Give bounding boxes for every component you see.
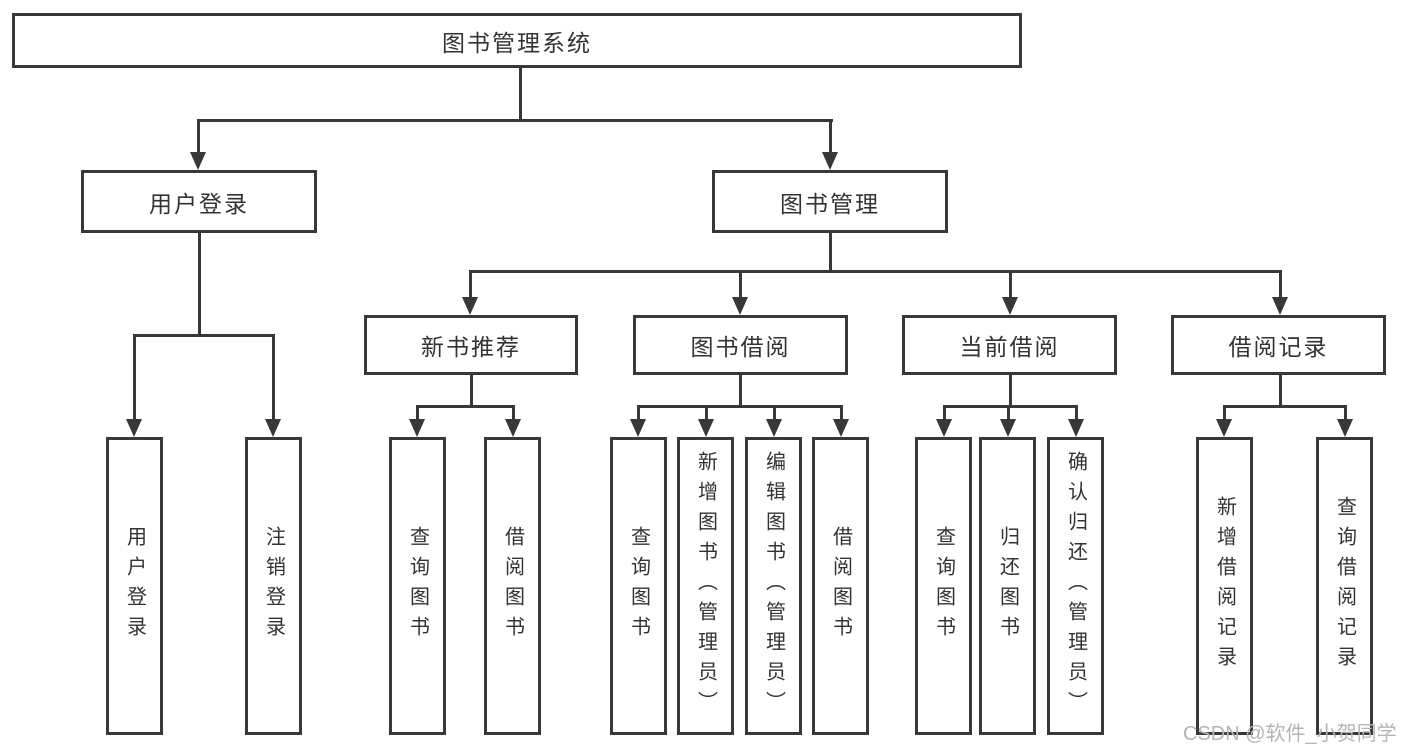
arrow-down — [630, 419, 646, 437]
arrow-down — [732, 297, 748, 315]
connector-line — [1344, 405, 1347, 421]
arrow-down — [1068, 419, 1084, 437]
connector-line — [1279, 270, 1282, 300]
arrow-down — [462, 297, 478, 315]
node-book-borrow: 图书借阅 — [633, 315, 848, 375]
arrow-down — [505, 419, 521, 437]
leaf-add-book-admin: 新增图书（管理员） — [677, 437, 734, 735]
connector-line — [519, 68, 522, 122]
leaf-user-login: 用户登录 — [106, 437, 163, 735]
leaf-label: 借阅图书 — [829, 526, 852, 646]
node-book-management: 图书管理 — [712, 170, 948, 233]
leaf-label: 查询图书 — [627, 526, 650, 646]
node-current-borrow: 当前借阅 — [902, 315, 1117, 375]
connector-line — [272, 334, 275, 420]
connector-line — [1009, 375, 1012, 408]
leaf-label: 注销登录 — [262, 526, 285, 646]
connector-line — [469, 270, 472, 300]
leaf-query-book-borrow: 查询图书 — [610, 437, 667, 735]
arrow-down — [1002, 297, 1018, 315]
node-borrow-record: 借阅记录 — [1171, 315, 1386, 375]
connector-line — [773, 405, 776, 421]
leaf-edit-book-admin: 编辑图书（管理员） — [745, 437, 802, 735]
leaf-label: 查询图书 — [932, 526, 955, 646]
connector-line — [705, 405, 708, 421]
leaf-label: 借阅图书 — [501, 526, 524, 646]
arrow-down — [936, 419, 952, 437]
leaf-label: 查询借阅记录 — [1333, 496, 1356, 676]
csdn-watermark: CSDN @软件_小贺同学 — [1183, 723, 1397, 745]
connector-line — [512, 405, 515, 421]
arrow-down — [1000, 419, 1016, 437]
connector-line — [1075, 405, 1078, 421]
leaf-label: 用户登录 — [123, 526, 146, 646]
leaf-confirm-return-admin: 确认归还（管理员） — [1047, 437, 1104, 735]
leaf-query-book-recommend: 查询图书 — [389, 437, 446, 735]
leaf-add-borrow-record: 新增借阅记录 — [1196, 437, 1253, 735]
leaf-logout: 注销登录 — [245, 437, 302, 735]
connector-line — [637, 405, 640, 421]
connector-line — [840, 405, 843, 421]
node-label: 借阅记录 — [1228, 334, 1329, 360]
connector-line — [1223, 405, 1226, 421]
connector-line — [133, 334, 275, 337]
arrow-down — [1272, 297, 1288, 315]
connector-line — [133, 334, 136, 420]
node-label: 当前借阅 — [959, 334, 1060, 360]
connector-line — [739, 270, 742, 300]
leaf-return-book: 归还图书 — [979, 437, 1036, 735]
node-label: 用户登录 — [149, 190, 249, 217]
leaf-query-borrow-record: 查询借阅记录 — [1316, 437, 1373, 735]
connector-line — [637, 405, 843, 408]
node-label: 图书管理 — [780, 190, 880, 217]
leaf-label: 新增借阅记录 — [1213, 496, 1236, 676]
arrow-down — [822, 152, 838, 170]
connector-line — [197, 119, 200, 154]
connector-line — [416, 405, 419, 421]
leaf-label: 编辑图书（管理员） — [762, 451, 785, 721]
leaf-label: 确认归还（管理员） — [1064, 451, 1087, 721]
leaf-label: 归还图书 — [996, 526, 1019, 646]
connector-line — [469, 270, 1282, 273]
node-label: 图书借阅 — [690, 334, 791, 360]
arrow-down — [126, 419, 142, 437]
connector-line — [829, 119, 832, 154]
connector-line — [943, 405, 946, 421]
leaf-query-book-current: 查询图书 — [915, 437, 972, 735]
node-new-book-recommend: 新书推荐 — [364, 315, 578, 375]
arrow-down — [833, 419, 849, 437]
connector-line — [1009, 270, 1012, 300]
leaf-label: 查询图书 — [406, 526, 429, 646]
arrow-down — [409, 419, 425, 437]
node-label: 新书推荐 — [421, 334, 521, 360]
connector-line — [416, 405, 515, 408]
connector-line — [1223, 405, 1347, 408]
arrow-down — [190, 152, 206, 170]
arrow-down — [265, 419, 281, 437]
connector-line — [739, 375, 742, 408]
node-label: 图书管理系统 — [442, 29, 592, 56]
connector-line — [829, 233, 832, 273]
leaf-borrow-book: 借阅图书 — [812, 437, 869, 735]
arrow-down — [766, 419, 782, 437]
connector-line — [1007, 405, 1010, 421]
leaf-label: 新增图书（管理员） — [694, 451, 717, 721]
connector-line — [197, 119, 833, 122]
node-library-system: 图书管理系统 — [12, 13, 1022, 68]
arrow-down — [698, 419, 714, 437]
connector-line — [1279, 375, 1282, 408]
connector-line — [198, 233, 201, 337]
arrow-down — [1216, 419, 1232, 437]
connector-line — [470, 375, 473, 408]
leaf-borrow-book-recommend: 借阅图书 — [484, 437, 541, 735]
arrow-down — [1337, 419, 1353, 437]
node-user-login: 用户登录 — [81, 170, 317, 233]
connector-line — [943, 405, 1078, 408]
